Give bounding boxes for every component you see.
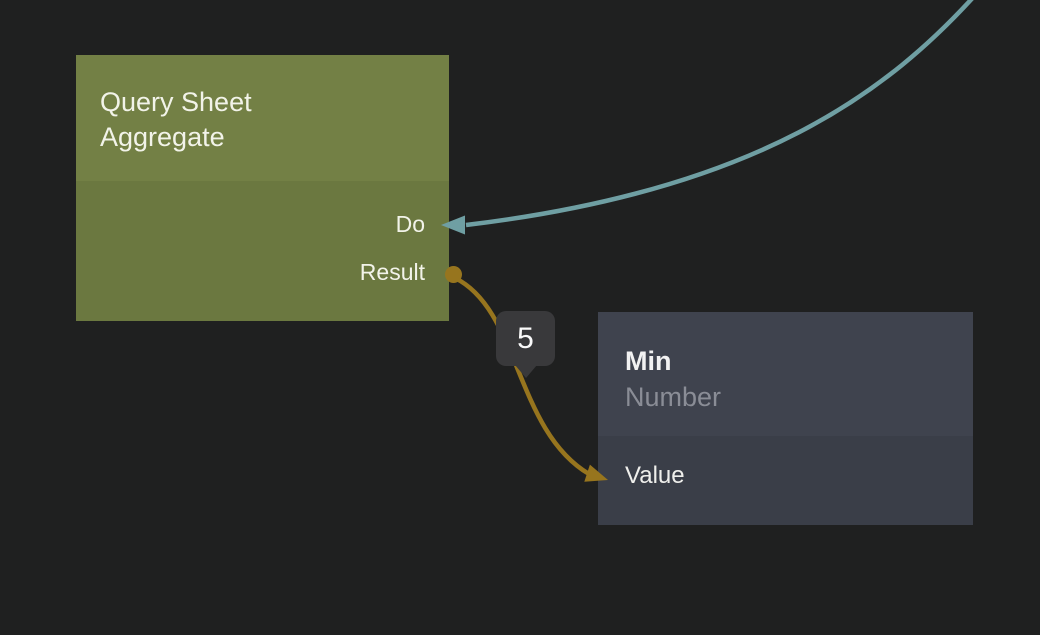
port-do-label: Do xyxy=(395,211,425,237)
exec-wire[interactable] xyxy=(465,0,978,228)
badge-pointer-icon xyxy=(514,365,537,378)
node-query-sheet-aggregate[interactable]: Query Sheet Aggregate Do Result xyxy=(76,55,449,321)
node-min-subtitle: Number xyxy=(625,382,722,412)
node-min-header[interactable]: Min Number xyxy=(598,312,973,436)
wire-value-badge: 5 xyxy=(496,311,555,378)
node-query-sheet-aggregate-header[interactable]: Query Sheet Aggregate xyxy=(76,55,449,181)
port-result-label: Result xyxy=(359,259,425,285)
port-do[interactable]: Do xyxy=(396,212,425,236)
wire-value-text: 5 xyxy=(517,321,534,355)
node-min[interactable]: Min Number Value xyxy=(598,312,973,525)
node-min-title: Min xyxy=(625,346,672,376)
node-min-body: Value xyxy=(598,436,973,525)
node-query-sheet-aggregate-title: Query Sheet Aggregate xyxy=(100,87,252,152)
port-result[interactable]: Result xyxy=(360,260,425,284)
node-query-sheet-aggregate-body: Do Result xyxy=(76,181,449,321)
port-value-label: Value xyxy=(625,462,685,489)
port-value[interactable]: Value xyxy=(625,464,685,488)
